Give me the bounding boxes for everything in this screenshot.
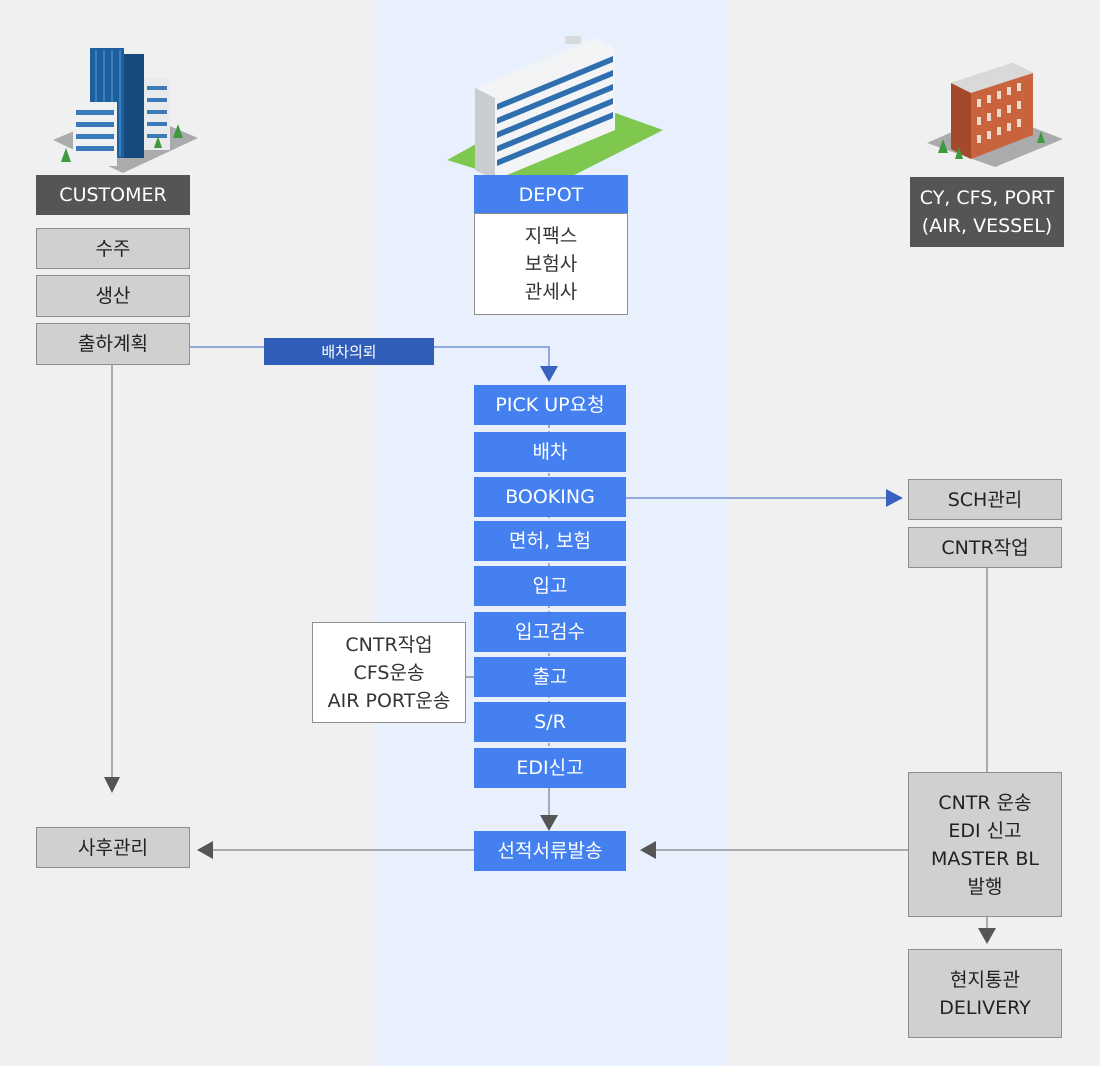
depot-step-sr: S/R xyxy=(474,702,626,742)
customer-down-arrow xyxy=(104,777,120,793)
dispatch-request-tag: 배차의뢰 xyxy=(264,338,434,365)
sch-right-arrow xyxy=(886,489,903,507)
delivery-down-arrow xyxy=(978,928,996,944)
depot-building-icon xyxy=(447,36,663,190)
aftercare-left-arrow xyxy=(197,841,213,859)
customer-header: CUSTOMER xyxy=(36,175,190,215)
depot-step-booking: BOOKING xyxy=(474,477,626,517)
depot-parties: 지팩스 보험사 관세사 xyxy=(474,213,628,315)
depot-step-edi-report: EDI신고 xyxy=(474,748,626,788)
port-header: CY, CFS, PORT (AIR, VESSEL) xyxy=(910,177,1064,247)
depot-step-warehousing: 입고 xyxy=(474,566,626,606)
pickup-down-arrow xyxy=(540,366,558,382)
customer-step-production: 생산 xyxy=(36,275,190,317)
port-transport-box: CNTR 운송 EDI 신고 MASTER BL 발행 xyxy=(908,772,1062,917)
depot-final-documents: 선적서류발송 xyxy=(474,831,626,871)
depot-header: DEPOT xyxy=(474,175,628,214)
depot-down-arrow xyxy=(540,815,558,831)
depot-step-pickup-request: PICK UP요청 xyxy=(474,385,626,425)
customer-after-service: 사후관리 xyxy=(36,827,190,868)
depot-step-release: 출고 xyxy=(474,657,626,697)
depot-side-note: CNTR작업 CFS운송 AIR PORT운송 xyxy=(312,622,466,723)
port-building-icon xyxy=(927,63,1063,167)
port-delivery-box: 현지통관 DELIVERY xyxy=(908,949,1062,1038)
depot-step-dispatch: 배차 xyxy=(474,432,626,472)
depot-step-inspection: 입고검수 xyxy=(474,612,626,652)
customer-building-icon xyxy=(53,48,198,173)
customer-step-order: 수주 xyxy=(36,228,190,269)
depot-step-license-insurance: 면허, 보험 xyxy=(474,521,626,561)
final-left-arrow xyxy=(640,841,656,859)
port-step-schedule: SCH관리 xyxy=(908,479,1062,520)
port-step-container-work: CNTR작업 xyxy=(908,527,1062,568)
customer-step-shipping-plan: 출하계획 xyxy=(36,323,190,365)
